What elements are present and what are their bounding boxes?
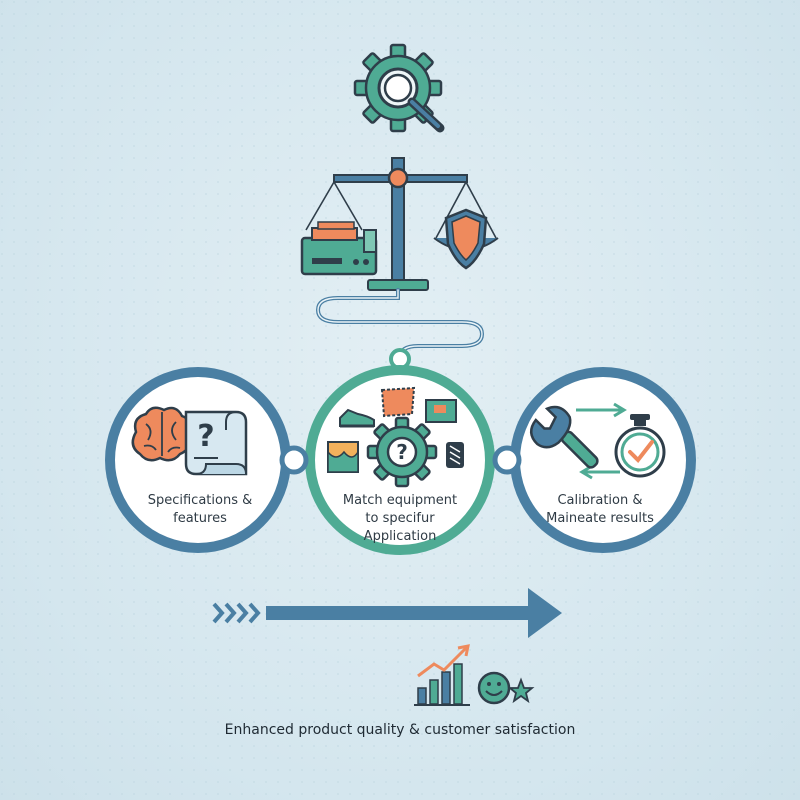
step-label-line: Application: [363, 529, 437, 544]
wrench-icon: [529, 405, 599, 469]
machine-icon: [300, 221, 378, 276]
step-label-line: Calibration &: [557, 493, 643, 508]
smiley-icon: [477, 671, 511, 705]
link-ring-left: [279, 445, 309, 475]
textile-sample-icon: [425, 399, 457, 423]
shield-icon: [433, 208, 499, 270]
shoe-icon: [339, 408, 375, 428]
fabric-roll-icon: [327, 441, 359, 473]
progress-arrow: [266, 588, 562, 638]
fabric-swatch-icon: [380, 386, 416, 418]
svg-text:?: ?: [396, 440, 408, 464]
svg-text:?: ?: [197, 419, 214, 454]
step-label-line: Match equipment: [342, 493, 458, 508]
step-label-line: features: [173, 511, 227, 526]
outcome-caption: Enhanced product quality & customer sati…: [224, 722, 576, 738]
bar-chart-trend-icon: [414, 644, 470, 706]
step-label-line: to specifur: [365, 511, 435, 526]
stopwatch-check-icon: [614, 414, 666, 478]
arrow-right-icon: [576, 402, 627, 418]
gear-magnifier-icon: [353, 43, 445, 133]
step-label-specifications: Specifications & features: [125, 492, 275, 528]
gear-question-icon: ?: [366, 416, 438, 488]
chevron-arrows-icon: [212, 602, 261, 624]
step-label-line: Maineate results: [546, 511, 654, 526]
tire-tread-icon: [446, 442, 464, 468]
star-icon: [507, 677, 535, 704]
step-label-line: Specifications &: [147, 493, 253, 508]
brain-icon: [131, 406, 192, 462]
step-label-match: Match equipment to specifur Application: [318, 492, 482, 546]
step-label-calibration: Calibration & Maineate results: [525, 492, 675, 528]
question-document-icon: ?: [184, 410, 248, 476]
link-ring-right: [492, 445, 522, 475]
